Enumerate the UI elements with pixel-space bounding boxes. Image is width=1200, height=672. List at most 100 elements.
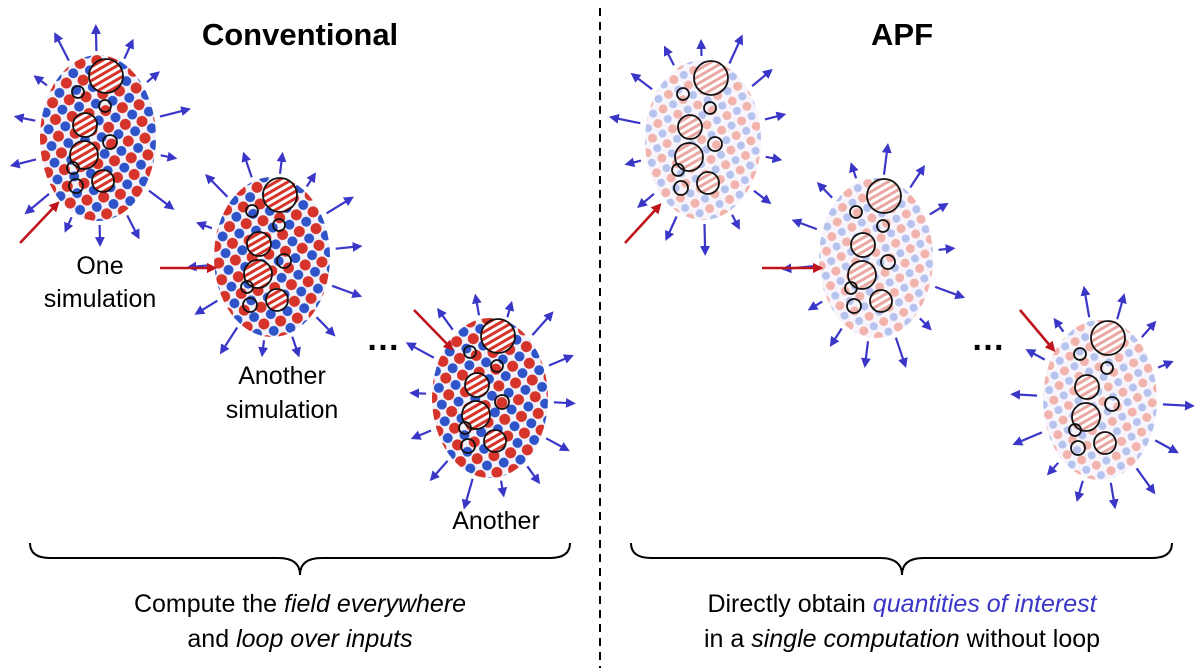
scattered-wave-arrow — [1074, 480, 1085, 502]
scattered-wave-arrow — [331, 284, 363, 299]
scattered-wave-arrow — [315, 316, 336, 337]
scattered-wave-arrow — [700, 223, 710, 256]
scattered-wave-arrow — [504, 300, 515, 318]
scatterer-circle — [490, 359, 504, 373]
scattered-wave-arrow — [894, 337, 908, 368]
scattered-wave-arrow — [1154, 439, 1179, 454]
scattered-wave-arrow — [764, 111, 787, 122]
scattered-wave-arrow — [728, 34, 744, 64]
right-caption-line1: Directly obtain quantities of interest — [707, 590, 1097, 618]
incident-wave-arrow — [624, 203, 662, 244]
scattered-wave-arrow — [276, 151, 287, 174]
field-region — [1043, 320, 1157, 480]
scatterer-circle — [674, 142, 704, 172]
scattered-wave-arrow — [730, 214, 740, 230]
scattered-wave-arrow — [881, 142, 892, 175]
scattered-wave-arrow — [751, 68, 773, 87]
scatterer-circle — [98, 99, 112, 113]
scattered-wave-arrow — [1140, 320, 1157, 338]
scatterer-circle — [243, 259, 273, 289]
scatterer-circle — [671, 163, 685, 177]
scattered-wave-arrow — [909, 164, 926, 189]
label-simulation-2: simulation — [226, 396, 339, 424]
scattered-wave-arrow — [91, 24, 101, 52]
scattered-wave-arrow — [291, 336, 301, 358]
scattered-wave-arrow — [461, 478, 474, 510]
right-brace — [630, 542, 1173, 576]
scatterer-circle — [272, 218, 286, 232]
scatterer-circle — [66, 161, 80, 175]
scatterer-circle — [1093, 431, 1117, 455]
scatterer-circle — [240, 280, 254, 294]
scattered-wave-arrow — [919, 317, 932, 331]
field-region — [214, 177, 330, 337]
scatterer-circle — [69, 140, 99, 170]
scattered-wave-arrow — [1108, 482, 1119, 510]
field-region — [40, 55, 156, 221]
scatterer-circle — [846, 298, 862, 314]
scattered-wave-arrow — [305, 172, 316, 188]
scattered-wave-arrow — [531, 311, 554, 336]
scatterer-circle — [844, 281, 858, 295]
scattered-wave-arrow — [1010, 389, 1038, 400]
incident-wave-arrow — [19, 201, 60, 244]
scattered-wave-arrow — [753, 189, 772, 205]
scattered-wave-arrow — [553, 397, 576, 408]
scatterer-circle — [866, 178, 902, 214]
left-caption-line1: Compute the field everywhere — [134, 590, 466, 618]
scattered-wave-arrow — [471, 293, 482, 316]
label-another-1: Another — [238, 362, 326, 390]
scattered-wave-arrow — [637, 193, 655, 208]
scattered-wave-arrow — [608, 113, 641, 125]
scattered-wave-arrow — [195, 221, 213, 231]
scattered-wave-arrow — [1053, 317, 1065, 333]
scattered-wave-arrow — [816, 181, 833, 199]
blob-apf-3 — [1010, 285, 1195, 510]
scatterer-circle — [245, 204, 259, 218]
scattered-wave-arrow — [1157, 360, 1174, 370]
scattered-wave-arrow — [1012, 431, 1043, 446]
blob-conv-1 — [9, 24, 191, 247]
scattered-wave-arrow — [148, 189, 175, 210]
scattered-wave-arrow — [126, 214, 140, 240]
left-brace — [29, 542, 571, 576]
scatterer-circle — [676, 87, 690, 101]
scattered-wave-arrow — [410, 429, 432, 440]
scattered-wave-arrow — [497, 480, 508, 498]
scatterer-circle — [1071, 402, 1101, 432]
ellipsis-right: … — [971, 320, 1005, 358]
scattered-wave-arrow — [545, 437, 570, 452]
scattered-wave-arrow — [33, 75, 48, 87]
scattered-wave-arrow — [241, 151, 253, 178]
scattered-wave-arrow — [849, 162, 859, 179]
blob-apf-2 — [762, 142, 966, 369]
scattered-wave-arrow — [194, 299, 218, 315]
scattered-wave-arrow — [1046, 462, 1060, 476]
scattered-wave-arrow — [9, 158, 37, 169]
scattered-wave-arrow — [663, 45, 675, 66]
field-region — [819, 178, 933, 338]
scattered-wave-arrow — [791, 218, 818, 231]
scattered-wave-arrow — [54, 32, 70, 62]
scatterer-circle — [693, 60, 729, 96]
scatterer-circle — [880, 254, 896, 270]
scattered-wave-arrow — [13, 113, 36, 124]
scattered-wave-arrow — [326, 196, 354, 215]
scatterer-circle — [1074, 374, 1100, 400]
scatterer-circle — [483, 429, 507, 453]
scattered-wave-arrow — [938, 244, 956, 255]
scatterer-circle — [707, 136, 723, 152]
scattered-wave-arrow — [860, 341, 871, 369]
scatterer-circle — [677, 114, 703, 140]
scattered-wave-arrow — [24, 193, 50, 215]
scattered-wave-arrow — [1080, 285, 1091, 318]
scattered-wave-arrow — [807, 300, 823, 311]
scattered-wave-arrow — [405, 342, 435, 359]
scatterer-circle — [1068, 423, 1082, 437]
scatterer-circle — [1070, 440, 1086, 456]
scatterer-circle — [847, 260, 877, 290]
blob-conv-3 — [405, 293, 576, 510]
scatterer-circle — [463, 345, 477, 359]
scatterer-circle — [246, 231, 272, 257]
scatterer-circle — [460, 438, 476, 454]
